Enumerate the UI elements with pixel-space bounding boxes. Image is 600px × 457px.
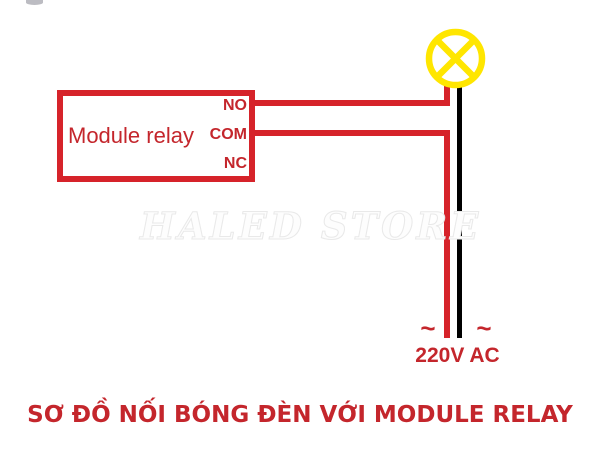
ac-tilde-right-icon: ~ <box>476 313 492 343</box>
ac-tilde-left-icon: ~ <box>420 313 436 343</box>
diagram-title: SƠ ĐỒ NỐI BÓNG ĐÈN VỚI MODULE RELAY <box>27 402 573 428</box>
wire-com-vertical <box>444 130 450 338</box>
relay-box: Module relay NO COM NC <box>57 90 255 182</box>
scan-artifact-mark <box>26 0 43 5</box>
lamp-bulb-icon <box>425 28 486 89</box>
wire-no-vertical <box>444 86 450 106</box>
terminal-label-no: NO <box>223 97 247 114</box>
terminal-label-com: COM <box>209 126 247 143</box>
wire-com-horizontal <box>255 130 450 136</box>
relay-box-label: Module relay <box>68 123 194 148</box>
terminal-label-nc: NC <box>223 155 247 172</box>
wire-neutral-black <box>457 85 462 338</box>
bulb-cross-line-2 <box>434 37 477 80</box>
voltage-label: 220V AC <box>415 344 500 367</box>
wire-no-horizontal <box>255 100 450 106</box>
watermark-text: HALED STORE <box>140 204 482 249</box>
